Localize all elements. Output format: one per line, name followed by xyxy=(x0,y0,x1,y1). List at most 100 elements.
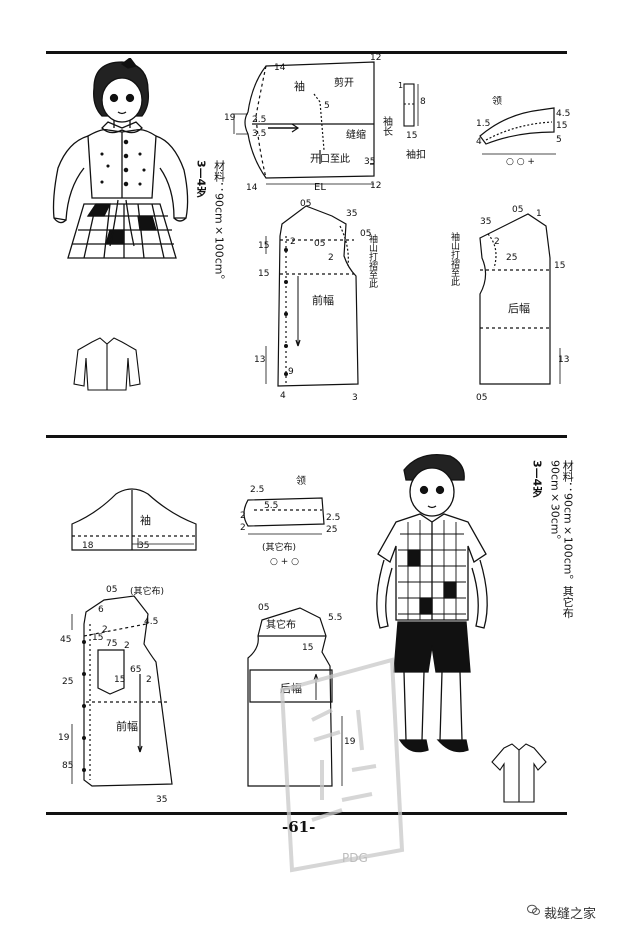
svg-text:2: 2 xyxy=(240,523,246,533)
svg-text:4.5: 4.5 xyxy=(556,109,570,119)
svg-text:19: 19 xyxy=(58,733,70,743)
svg-text:05: 05 xyxy=(258,603,269,613)
svg-text:15: 15 xyxy=(92,633,103,643)
svg-text:2.5: 2.5 xyxy=(252,115,266,125)
bottom-back-yoke-label: 其它布 xyxy=(266,618,296,631)
bottom-front-pattern: 前幅 (其它布) 05 6 4.5 45 15 2 75 2 65 15 2 2… xyxy=(58,585,173,805)
top-back-pattern: 后幅 35 05 1 2 25 15 13 05 袖山打褶至此 xyxy=(450,205,569,403)
sleeve-opening-label: 开口至此 xyxy=(310,152,350,165)
watermark-seal: PDG xyxy=(279,657,405,873)
svg-text:05: 05 xyxy=(476,393,487,403)
bottom-sleeve-pattern: 袖 18 35 xyxy=(71,488,197,551)
top-back-pleat-note: 袖山打褶至此 xyxy=(450,231,460,286)
page-number: -61- xyxy=(282,818,316,836)
svg-text:○ ○ +: ○ ○ + xyxy=(506,157,535,166)
svg-text:2: 2 xyxy=(240,511,246,521)
svg-text:15: 15 xyxy=(302,643,313,653)
svg-text:5.5: 5.5 xyxy=(264,501,278,511)
svg-text:65: 65 xyxy=(130,665,141,675)
svg-text:35: 35 xyxy=(138,541,149,551)
svg-text:45: 45 xyxy=(60,635,71,645)
svg-text:5: 5 xyxy=(324,101,330,111)
svg-text:13: 13 xyxy=(254,355,265,365)
svg-text:15: 15 xyxy=(556,121,567,131)
svg-text:○ + ○: ○ + ○ xyxy=(270,557,299,567)
svg-text:19: 19 xyxy=(224,113,236,123)
bottom-rule xyxy=(46,812,567,815)
svg-text:2.5: 2.5 xyxy=(326,513,340,523)
svg-text:5: 5 xyxy=(556,135,562,145)
svg-text:18: 18 xyxy=(82,541,94,551)
svg-text:35: 35 xyxy=(346,209,357,219)
svg-text:4: 4 xyxy=(476,137,482,147)
bottom-materials: 材料：90cm×100cm。其它布90cm×30cm。 xyxy=(548,460,575,619)
top-collar-pattern: 领 4.5 15 1.5 4 5 ○ ○ + xyxy=(476,96,570,166)
svg-text:9: 9 xyxy=(288,367,294,377)
bottom-back-pattern: 其它布 后幅 05 5.5 15 19 xyxy=(247,603,356,787)
svg-text:3: 3 xyxy=(352,393,358,403)
svg-text:12: 12 xyxy=(370,54,381,63)
cuff-label: 袖扣 xyxy=(406,148,426,161)
top-materials: 材料：90cm×100cm。 xyxy=(212,160,226,286)
bottom-sleeve-label: 袖 xyxy=(140,513,151,527)
top-sleeve-pattern: 袖 剪开 缝缩 开口至此 EL 14 12 19 2.5 3.5 5 35 14… xyxy=(224,54,393,193)
svg-text:35: 35 xyxy=(364,157,375,167)
cuff-pattern: 1 8 15 袖扣 xyxy=(398,81,426,161)
bottom-front-label: 前幅 xyxy=(116,719,138,733)
top-age-label: 3—4岁 xyxy=(194,160,208,198)
svg-text:15: 15 xyxy=(554,261,565,271)
top-collar-label: 领 xyxy=(492,96,502,107)
svg-text:2: 2 xyxy=(124,641,130,651)
svg-text:75: 75 xyxy=(106,639,117,649)
svg-text:4.5: 4.5 xyxy=(144,617,158,627)
middle-rule xyxy=(46,435,567,438)
bottom-collar-fabric: (其它布) xyxy=(262,541,296,553)
bottom-front-fabric: (其它布) xyxy=(130,585,164,597)
girl-illustration xyxy=(52,58,189,259)
svg-text:25: 25 xyxy=(326,525,337,535)
svg-text:6: 6 xyxy=(98,605,104,615)
svg-text:14: 14 xyxy=(246,183,258,193)
svg-text:2: 2 xyxy=(328,253,334,263)
svg-text:1: 1 xyxy=(398,81,403,90)
brand-label: 裁缝之家 xyxy=(544,907,597,922)
svg-text:15: 15 xyxy=(114,675,125,685)
svg-text:05: 05 xyxy=(512,205,523,215)
sleeve-slit-label: 剪开 xyxy=(334,76,354,89)
svg-text:19: 19 xyxy=(344,737,356,747)
sleeve-length-label: 袖长 xyxy=(381,115,393,136)
svg-text:1.5: 1.5 xyxy=(476,119,490,129)
svg-text:25: 25 xyxy=(62,677,73,687)
sleeve-ease-label: 缝缩 xyxy=(346,128,366,141)
watermark-text: PDG xyxy=(342,851,368,865)
sleeve-el-label: EL xyxy=(314,182,326,193)
svg-text:35: 35 xyxy=(480,217,491,227)
svg-text:4: 4 xyxy=(280,391,286,401)
shirt-thumbnail xyxy=(491,743,547,803)
svg-text:1: 1 xyxy=(536,209,542,219)
svg-text:13: 13 xyxy=(558,355,569,365)
svg-text:3.5: 3.5 xyxy=(252,129,266,139)
bottom-collar-pattern: 领 2.5 5.5 2 2 2.5 25 (其它布) ○ + ○ xyxy=(240,474,340,567)
top-front-pattern: 前幅 05 35 05 15 2 05 2 15 13 9 4 3 袖山打褶至此 xyxy=(254,199,378,403)
sleeve-label: 袖 xyxy=(294,79,305,93)
svg-text:85: 85 xyxy=(62,761,73,771)
chat-icon xyxy=(527,904,540,915)
svg-text:25: 25 xyxy=(506,253,517,263)
svg-text:05: 05 xyxy=(300,199,311,209)
svg-text:05: 05 xyxy=(360,229,371,239)
boy-illustration xyxy=(376,453,488,753)
svg-text:2: 2 xyxy=(146,675,152,685)
svg-text:14: 14 xyxy=(274,63,286,73)
svg-text:05: 05 xyxy=(106,585,117,595)
svg-text:8: 8 xyxy=(420,97,426,107)
svg-text:5.5: 5.5 xyxy=(328,613,342,623)
svg-text:2: 2 xyxy=(494,237,500,247)
svg-text:12: 12 xyxy=(370,181,381,191)
svg-text:2: 2 xyxy=(102,625,108,635)
svg-text:15: 15 xyxy=(258,241,269,251)
top-back-label: 后幅 xyxy=(508,302,530,315)
svg-text:15: 15 xyxy=(406,131,417,141)
blouse-thumbnail xyxy=(73,337,141,391)
bottom-collar-label: 领 xyxy=(296,474,306,487)
